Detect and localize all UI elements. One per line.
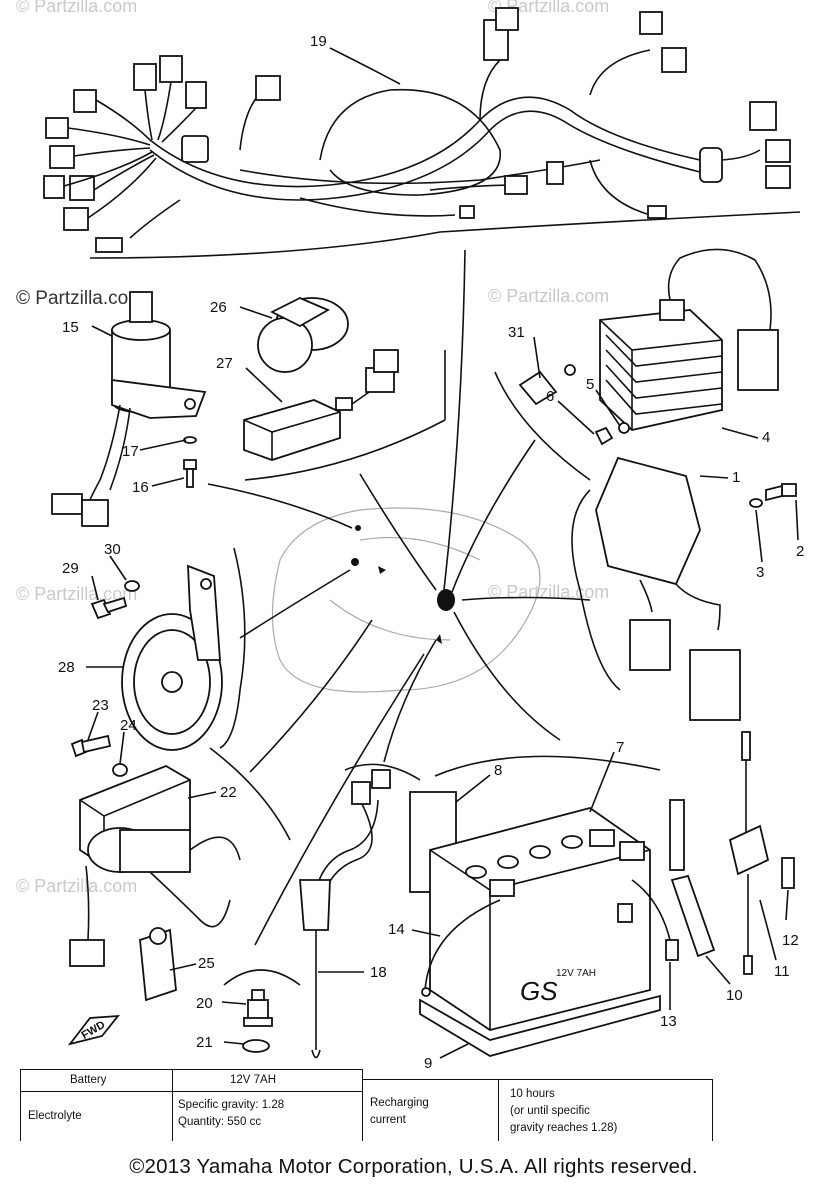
bolt-23 [70, 734, 112, 758]
watermark-main: © Partzilla.com [16, 288, 144, 309]
callout-number: 28 [58, 659, 75, 676]
battery-lead-terminal [421, 987, 431, 997]
copyright-notice: ©2013 Yamaha Motor Corporation, U.S.A. A… [129, 1155, 698, 1178]
frame-outline [223, 969, 301, 986]
battery-spec-table: Battery 12V 7AH Electrolyte Specific gra… [20, 1069, 713, 1141]
callout-numbers: 19 15 26 27 17 16 31 6 5 4 1 2 3 30 29 2… [58, 33, 804, 1072]
battery-lead-terminal [665, 939, 679, 961]
callout-number: 13 [660, 1013, 677, 1030]
callout-number: 10 [726, 987, 743, 1004]
callout-number: 5 [586, 376, 594, 393]
callout-number: 22 [220, 784, 237, 801]
callout-number: 29 [62, 560, 79, 577]
battery: GS 12V 7AH [419, 807, 661, 1057]
wire-harness [43, 7, 801, 259]
electrolyte-quantity: Quantity: 550 cc [178, 1116, 262, 1128]
horn [121, 564, 223, 751]
callout-number: 23 [92, 697, 109, 714]
callout-number: 19 [310, 33, 327, 50]
cdi-unit [595, 456, 741, 721]
electrolyte-label: Electrolyte [28, 1110, 82, 1122]
washer-5 [564, 364, 576, 376]
frame-sketch [271, 507, 541, 693]
callout-number: 27 [216, 355, 233, 372]
rectifier-regulator [599, 248, 779, 431]
gasket-21 [242, 1039, 270, 1053]
callout-number: 11 [774, 963, 790, 980]
callout-number: 4 [762, 429, 770, 446]
callout-number: 26 [210, 299, 227, 316]
callout-number: 6 [546, 388, 554, 405]
recharging-note-2: gravity reaches 1.28) [510, 1122, 618, 1134]
fuse-holder [728, 731, 795, 975]
callout-number: 30 [104, 541, 121, 558]
battery-lead [631, 879, 671, 941]
bolt-29 [90, 596, 128, 620]
battery-lead [424, 899, 501, 991]
nut-6 [594, 426, 614, 446]
leader-lines [207, 249, 591, 946]
callout-leaders [86, 47, 799, 1059]
watermark-faint: © Partzilla.com [16, 584, 137, 604]
ignition-coil [69, 765, 241, 1002]
battery-value: 12V 7AH [230, 1074, 277, 1086]
watermark-faint: © Partzilla.com [16, 876, 137, 896]
washer-24 [112, 763, 128, 777]
neutral-switch [243, 989, 273, 1027]
callout-number: 16 [132, 479, 149, 496]
watermark-faint: © Partzilla.com [488, 286, 609, 306]
callout-number: 24 [120, 717, 137, 734]
callout-number: 20 [196, 995, 213, 1012]
forward-arrow: FWD [67, 1014, 120, 1046]
callout-number: 9 [424, 1055, 432, 1072]
washer-5b [618, 422, 630, 434]
callout-number: 14 [388, 921, 405, 938]
bolt-16 [183, 459, 197, 488]
recharging-label-2: current [370, 1114, 406, 1126]
washer-3 [749, 498, 763, 508]
sensor-lead [299, 769, 391, 1059]
callout-number: 3 [756, 564, 764, 581]
battery-label: Battery [70, 1074, 107, 1086]
collar-31 [518, 370, 558, 406]
callout-number: 18 [370, 964, 387, 981]
bolt-2 [765, 483, 797, 502]
breather-hose [669, 799, 716, 958]
recharging-label: Recharging [370, 1097, 429, 1109]
callout-number: 2 [796, 543, 804, 560]
battery-brand-label: GS [520, 976, 558, 1006]
watermark-faint: © Partzilla.com [488, 582, 609, 602]
battery-spec-label: 12V 7AH [556, 968, 596, 979]
frame-outline [344, 763, 421, 781]
frame-outline [244, 350, 446, 481]
frame-outline [494, 371, 591, 481]
callout-number: 7 [616, 739, 624, 756]
recharging-time: 10 hours [510, 1088, 555, 1100]
callout-number: 1 [732, 469, 740, 486]
washer-30 [124, 580, 140, 592]
callout-number: 31 [508, 324, 525, 341]
specific-gravity: Specific gravity: 1.28 [178, 1099, 285, 1111]
relay-27 [243, 349, 399, 461]
callout-number: 15 [62, 319, 79, 336]
frame-outline [219, 547, 246, 749]
callout-number: 8 [494, 762, 502, 779]
frame-outline [209, 747, 291, 841]
frame-outline [571, 489, 621, 691]
watermark-faint: © Partzilla.com [16, 0, 137, 16]
callout-number: 12 [782, 932, 799, 949]
callout-number: 21 [196, 1034, 213, 1051]
callout-number: 17 [122, 443, 139, 460]
flasher-relay [257, 297, 349, 373]
callout-number: 25 [198, 955, 215, 972]
recharging-note: (or until specific [510, 1105, 590, 1117]
frame-outline [434, 755, 661, 777]
main-switch [51, 291, 207, 527]
